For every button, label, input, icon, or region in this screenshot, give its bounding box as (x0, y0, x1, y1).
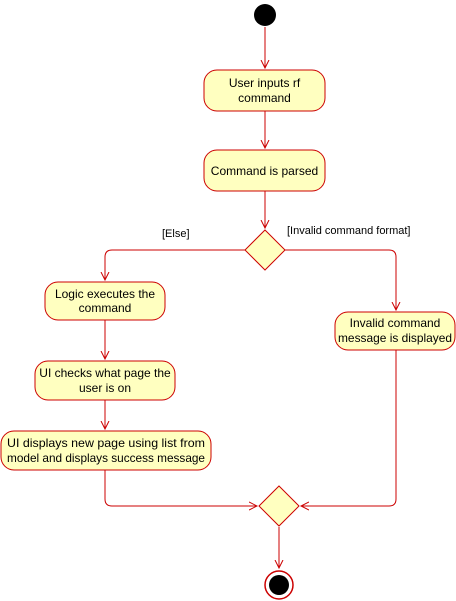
guard-invalid-format-label: [Invalid command format] (287, 225, 411, 237)
action-label-line-1: Invalid command (350, 316, 441, 330)
action-logic-executes: Logic executes the command (44, 281, 166, 321)
action-label-line-2: command (238, 91, 291, 105)
action-label-line-1: UI checks what page the (39, 366, 171, 380)
end-node (264, 570, 294, 600)
action-label-line-1: Logic executes the (55, 287, 155, 301)
action-ui-checks-page: UI checks what page the user is on (34, 360, 176, 401)
action-label-line-2: command (79, 301, 132, 315)
action-invalid-message: Invalid command message is displayed (334, 311, 456, 351)
edges (105, 27, 396, 568)
edge-invalid-branch (285, 249, 396, 310)
edge-else-branch (105, 249, 245, 280)
decision-node (244, 229, 286, 271)
edge-display-to-merge (104, 470, 257, 506)
guard-else-label: [Else] (162, 228, 190, 240)
merge-node (258, 485, 300, 527)
action-user-inputs-command: User inputs rf command (203, 69, 326, 112)
action-label-line-1: User inputs rf (229, 76, 301, 90)
edge-invalid-to-merge (301, 350, 397, 506)
action-label-line-1: UI displays new page using list from (7, 436, 205, 450)
action-ui-displays-page: UI displays new page using list from mod… (0, 430, 212, 471)
action-label-line-2: model and displays success message (7, 451, 205, 465)
action-label-line-2: message is displayed (338, 331, 452, 345)
action-label-line-2: user is on (79, 381, 131, 395)
action-label-line-1: Command is parsed (211, 164, 318, 178)
start-node (254, 4, 276, 26)
action-command-parsed: Command is parsed (203, 149, 326, 192)
